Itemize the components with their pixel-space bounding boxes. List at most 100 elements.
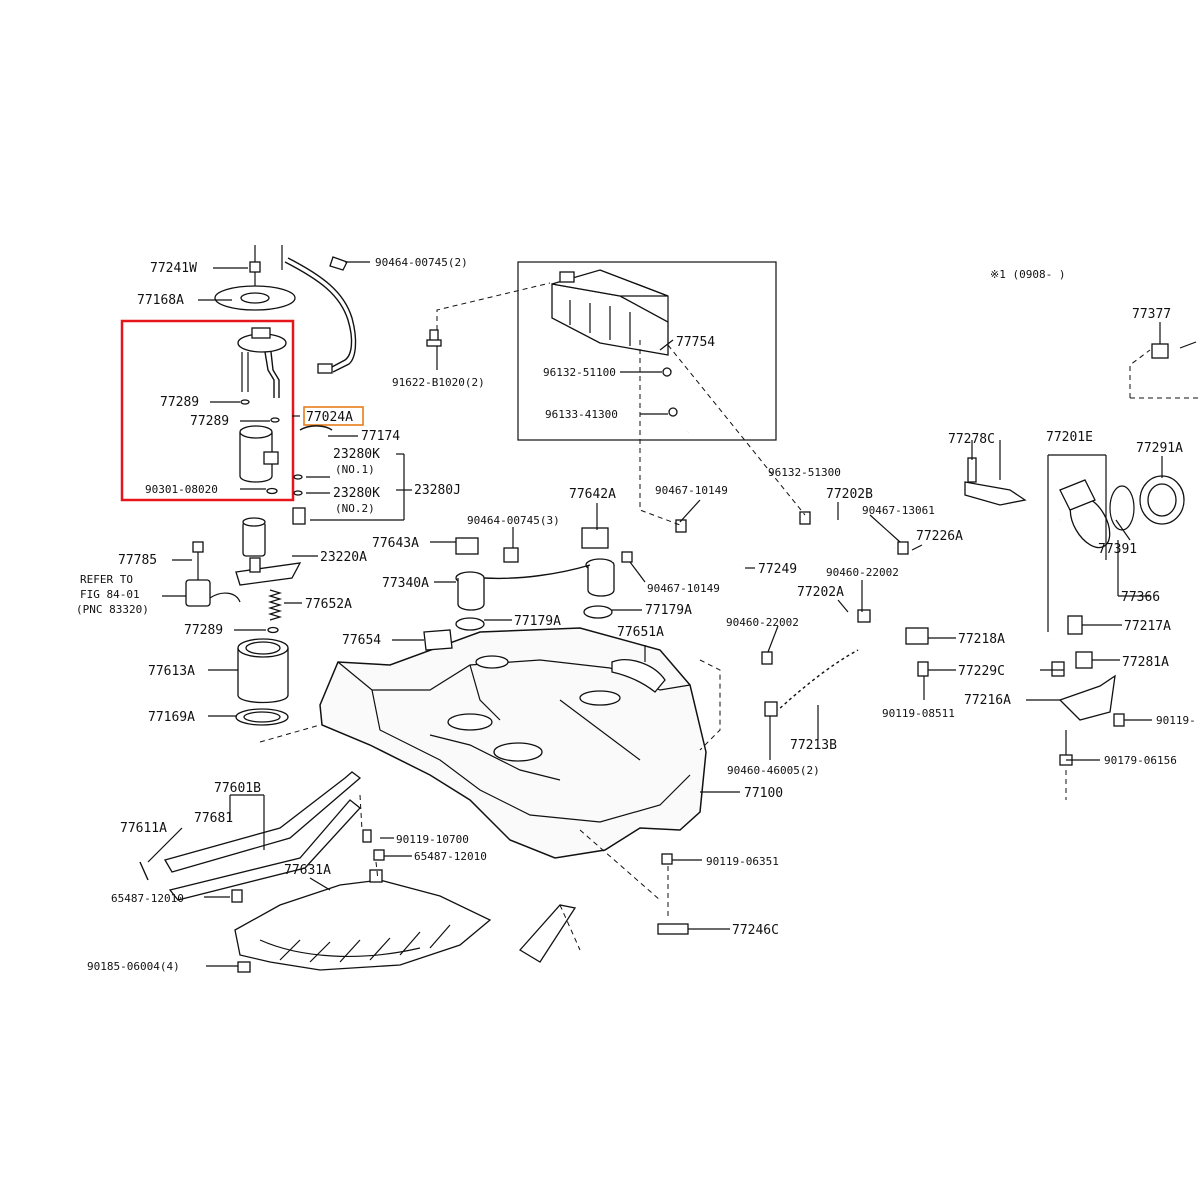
refer-line-2: FIG 84-01 bbox=[80, 588, 140, 601]
label-90119-10700[interactable]: 90119-10700 bbox=[396, 833, 469, 846]
filler-pipe bbox=[874, 479, 1111, 641]
label-77681[interactable]: 77681 bbox=[194, 811, 233, 826]
clamp-77217A bbox=[1067, 615, 1083, 635]
label-23280J[interactable]: 23280J bbox=[414, 483, 461, 498]
label-90464-00745-2[interactable]: 90464-00745(2) bbox=[375, 256, 468, 269]
label-90119-08511[interactable]: 90119-08511 bbox=[882, 707, 955, 720]
refer-line-1: REFER TO bbox=[80, 573, 133, 586]
label-77179A-b[interactable]: 77179A bbox=[645, 603, 692, 618]
label-77246C[interactable]: 77246C bbox=[732, 923, 779, 938]
label-77202B[interactable]: 77202B bbox=[826, 487, 873, 502]
label-90460-22002-b[interactable]: 90460-22002 bbox=[726, 616, 799, 629]
label-90467-10149-a[interactable]: 90467-10149 bbox=[655, 484, 728, 497]
label-90464-00745-3[interactable]: 90464-00745(3) bbox=[467, 514, 560, 527]
label-90467-10149-b[interactable]: 90467-10149 bbox=[647, 582, 720, 595]
label-77100[interactable]: 77100 bbox=[744, 786, 783, 801]
label-77289-c[interactable]: 77289 bbox=[184, 623, 223, 638]
highlighted-assembly-box bbox=[120, 319, 295, 502]
valve-77377 bbox=[1151, 343, 1169, 359]
label-77278C[interactable]: 77278C bbox=[948, 432, 995, 447]
label-77202A[interactable]: 77202A bbox=[797, 585, 844, 600]
vent-valves bbox=[455, 519, 741, 631]
label-90185-06004[interactable]: 90185-06004(4) bbox=[87, 960, 180, 973]
label-77168A[interactable]: 77168A bbox=[137, 293, 184, 308]
label-90179-06156[interactable]: 90179-06156 bbox=[1104, 754, 1177, 767]
label-65487-12010-b[interactable]: 65487-12010 bbox=[111, 892, 184, 905]
label-77391[interactable]: 77391 bbox=[1098, 542, 1137, 557]
label-77249[interactable]: 77249 bbox=[758, 562, 797, 577]
bolt-91622 bbox=[426, 329, 442, 347]
label-77289-a[interactable]: 77289 bbox=[160, 395, 199, 410]
label-90467-13061[interactable]: 90467-13061 bbox=[862, 504, 935, 517]
refer-line-3: (PNC 83320) bbox=[76, 603, 149, 616]
seal-rings-23280 bbox=[292, 425, 333, 525]
label-77654[interactable]: 77654 bbox=[342, 633, 381, 648]
bolt-90119-06351 bbox=[661, 853, 673, 865]
bracket-77246C bbox=[657, 923, 689, 935]
label-77179A-a[interactable]: 77179A bbox=[514, 614, 561, 629]
label-77631A[interactable]: 77631A bbox=[284, 863, 331, 878]
label-77601B[interactable]: 77601B bbox=[214, 781, 261, 796]
label-77651A[interactable]: 77651A bbox=[617, 625, 664, 640]
label-77024A[interactable]: 77024A bbox=[306, 410, 353, 425]
sender-gauge bbox=[185, 541, 241, 607]
label-96132-51300[interactable]: 96132-51300 bbox=[768, 466, 841, 479]
label-77213B[interactable]: 77213B bbox=[790, 738, 837, 753]
tank-protector bbox=[231, 869, 577, 973]
leader-lines bbox=[147, 261, 1163, 967]
label-90460-22002-a[interactable]: 90460-22002 bbox=[826, 566, 899, 579]
label-77289-b[interactable]: 77289 bbox=[190, 414, 229, 429]
label-90119-right[interactable]: 90119- bbox=[1156, 714, 1196, 727]
label-77229C[interactable]: 77229C bbox=[958, 664, 1005, 679]
label-77611A[interactable]: 77611A bbox=[120, 821, 167, 836]
label-no2: (NO.2) bbox=[335, 502, 375, 515]
dashed-guides bbox=[259, 282, 1200, 951]
label-77217A[interactable]: 77217A bbox=[1124, 619, 1171, 634]
spring bbox=[267, 589, 283, 621]
label-77226A[interactable]: 77226A bbox=[916, 529, 963, 544]
label-77642A[interactable]: 77642A bbox=[569, 487, 616, 502]
label-23220A[interactable]: 23220A bbox=[320, 550, 367, 565]
label-77241W[interactable]: 77241W bbox=[150, 261, 197, 276]
label-90119-06351[interactable]: 90119-06351 bbox=[706, 855, 779, 868]
note-label: ※1 (0908- ) bbox=[990, 268, 1065, 281]
label-77291A[interactable]: 77291A bbox=[1136, 441, 1183, 456]
bracket-77216A bbox=[1058, 674, 1116, 721]
label-65487-12010-a[interactable]: 65487-12010 bbox=[414, 850, 487, 863]
label-77377[interactable]: 77377 bbox=[1132, 307, 1171, 322]
label-77216A[interactable]: 77216A bbox=[964, 693, 1011, 708]
label-77652A[interactable]: 77652A bbox=[305, 597, 352, 612]
label-77754[interactable]: 77754 bbox=[676, 335, 715, 350]
label-77174[interactable]: 77174 bbox=[361, 429, 400, 444]
label-77281A[interactable]: 77281A bbox=[1122, 655, 1169, 670]
label-23280K-1[interactable]: 23280K bbox=[333, 447, 380, 462]
label-77613A[interactable]: 77613A bbox=[148, 664, 195, 679]
label-77218A[interactable]: 77218A bbox=[958, 632, 1005, 647]
clamp-77229C bbox=[1051, 661, 1065, 677]
clamp-77218A bbox=[905, 627, 929, 645]
label-96133-41300[interactable]: 96133-41300 bbox=[545, 408, 618, 421]
label-91622-B1020[interactable]: 91622-B1020(2) bbox=[392, 376, 485, 389]
sub-tank bbox=[237, 638, 289, 704]
label-77201E[interactable]: 77201E bbox=[1046, 430, 1093, 445]
clamp-77281A bbox=[1075, 651, 1093, 669]
label-96132-51100[interactable]: 96132-51100 bbox=[543, 366, 616, 379]
pad-77651A bbox=[611, 659, 666, 693]
fuel-tank-77100 bbox=[319, 627, 707, 859]
label-77643A[interactable]: 77643A bbox=[372, 536, 419, 551]
label-77340A[interactable]: 77340A bbox=[382, 576, 429, 591]
label-23280K-2[interactable]: 23280K bbox=[333, 486, 380, 501]
label-90301-08020[interactable]: 90301-08020 bbox=[145, 483, 218, 496]
label-77366[interactable]: 77366 bbox=[1121, 590, 1160, 605]
highlighted-part-label-box bbox=[303, 406, 364, 426]
label-90460-46005[interactable]: 90460-46005(2) bbox=[727, 764, 820, 777]
clamp-90464 bbox=[329, 256, 348, 271]
fuel-cap bbox=[1109, 475, 1185, 531]
label-77169A[interactable]: 77169A bbox=[148, 710, 195, 725]
canister-group-box bbox=[517, 261, 777, 441]
label-77785[interactable]: 77785 bbox=[118, 553, 157, 568]
fuel-pump-motor bbox=[235, 517, 302, 586]
fuel-pump-assembly bbox=[214, 245, 357, 495]
bracket-77278C bbox=[964, 481, 1027, 506]
